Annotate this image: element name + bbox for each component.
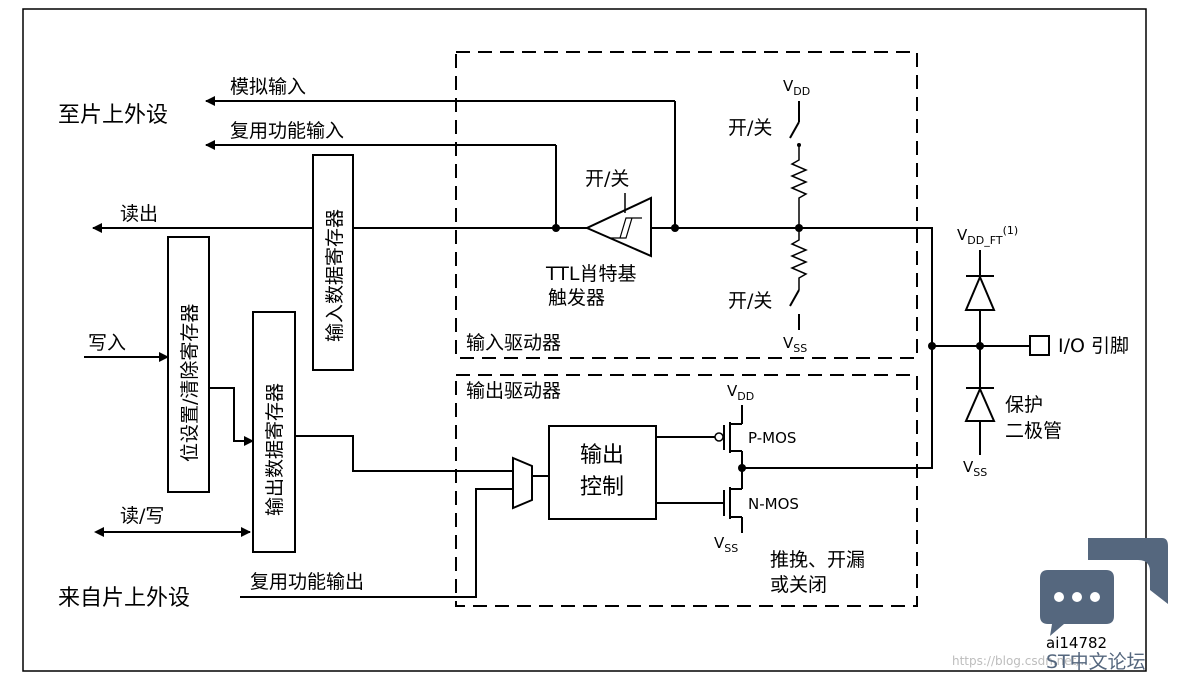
vss-diode-label: VSS (963, 458, 987, 479)
push-pull-label-2: 或关闭 (770, 574, 827, 596)
junction-analog (671, 224, 679, 232)
output-data-register (252, 311, 296, 553)
junction-alt-func (552, 224, 560, 232)
input-driver-box (455, 51, 918, 359)
vdd-ft-label: VDD_FT(1) (957, 224, 1018, 247)
protection-label-2: 二极管 (1005, 420, 1062, 442)
hysteresis-icon (611, 217, 642, 239)
watermark-url: https://blog.csdn.net/... (952, 654, 1092, 668)
input-data-register (312, 154, 354, 371)
pullup-switch (789, 121, 800, 139)
to-peripheral-label: 至片上外设 (58, 103, 168, 128)
alt-func-output-line (240, 488, 513, 598)
io-pin-square (1029, 335, 1050, 356)
read-label: 读出 (120, 203, 158, 225)
forum-name: ST中文论坛 (1046, 651, 1146, 673)
pin-line-drop (917, 227, 933, 346)
alt-func-input-label: 复用功能输入 (230, 120, 344, 142)
read-write-left-arrowhead (94, 527, 104, 537)
vdd-main-label: VDD (783, 77, 810, 98)
read-write-label: 读/写 (120, 505, 164, 527)
vss-main-label: VSS (783, 334, 807, 355)
protection-label-1: 保护 (1005, 394, 1043, 416)
output-mux (512, 456, 533, 510)
ttl-schmitt-label-1: TTL肖特基 (545, 263, 636, 285)
ttl-schmitt-trigger (584, 196, 652, 258)
bit-set-reset-register-label: 位设置/清除寄存器 (179, 304, 201, 462)
pulldown-resistor (790, 228, 808, 290)
pullup-switch-label: 开/关 (728, 117, 772, 139)
input-driver-label: 输入驱动器 (466, 332, 561, 354)
output-control-label-2: 控制 (580, 475, 624, 500)
forum-logo-icon (1040, 538, 1168, 636)
output-control-label-1: 输出 (580, 443, 624, 468)
lower-protection-diode (964, 346, 996, 455)
pullup-resistor (790, 145, 808, 228)
bsrr-to-odr-line (209, 387, 254, 446)
pulldown-switch (789, 289, 800, 307)
output-driver-box (455, 374, 918, 607)
bit-set-reset-register (167, 236, 210, 493)
pmos-label: P-MOS (748, 429, 796, 447)
io-pin-label: I/O 引脚 (1058, 335, 1129, 357)
from-peripheral-label: 来自片上外设 (58, 586, 190, 611)
push-pull-label-1: 推挽、开漏 (770, 549, 865, 571)
input-data-register-label: 输入数据寄存器 (324, 209, 346, 342)
schmitt-switch-label: 开/关 (585, 168, 629, 190)
analog-input-label: 模拟输入 (230, 76, 306, 98)
output-to-pin-line (742, 346, 933, 469)
output-data-register-label: 输出数据寄存器 (264, 383, 286, 516)
figure-id-label: ai14782 (1046, 634, 1107, 652)
pulldown-switch-label: 开/关 (728, 290, 772, 312)
pmos-transistor (656, 422, 743, 468)
ttl-schmitt-label-2: 触发器 (548, 287, 605, 309)
pin-node-left (928, 342, 936, 350)
upper-protection-diode (964, 250, 996, 346)
vss-out-label: VSS (714, 534, 738, 555)
nmos-label: N-MOS (748, 495, 799, 513)
output-control-block (548, 425, 657, 520)
alt-func-output-label: 复用功能输出 (250, 571, 364, 593)
odr-to-mux-line (295, 435, 513, 472)
nmos-transistor (656, 468, 743, 533)
output-driver-label: 输出驱动器 (466, 380, 561, 402)
write-label: 写入 (88, 332, 126, 354)
vdd-out-label: VDD (727, 382, 754, 403)
outer-frame (22, 8, 1147, 672)
